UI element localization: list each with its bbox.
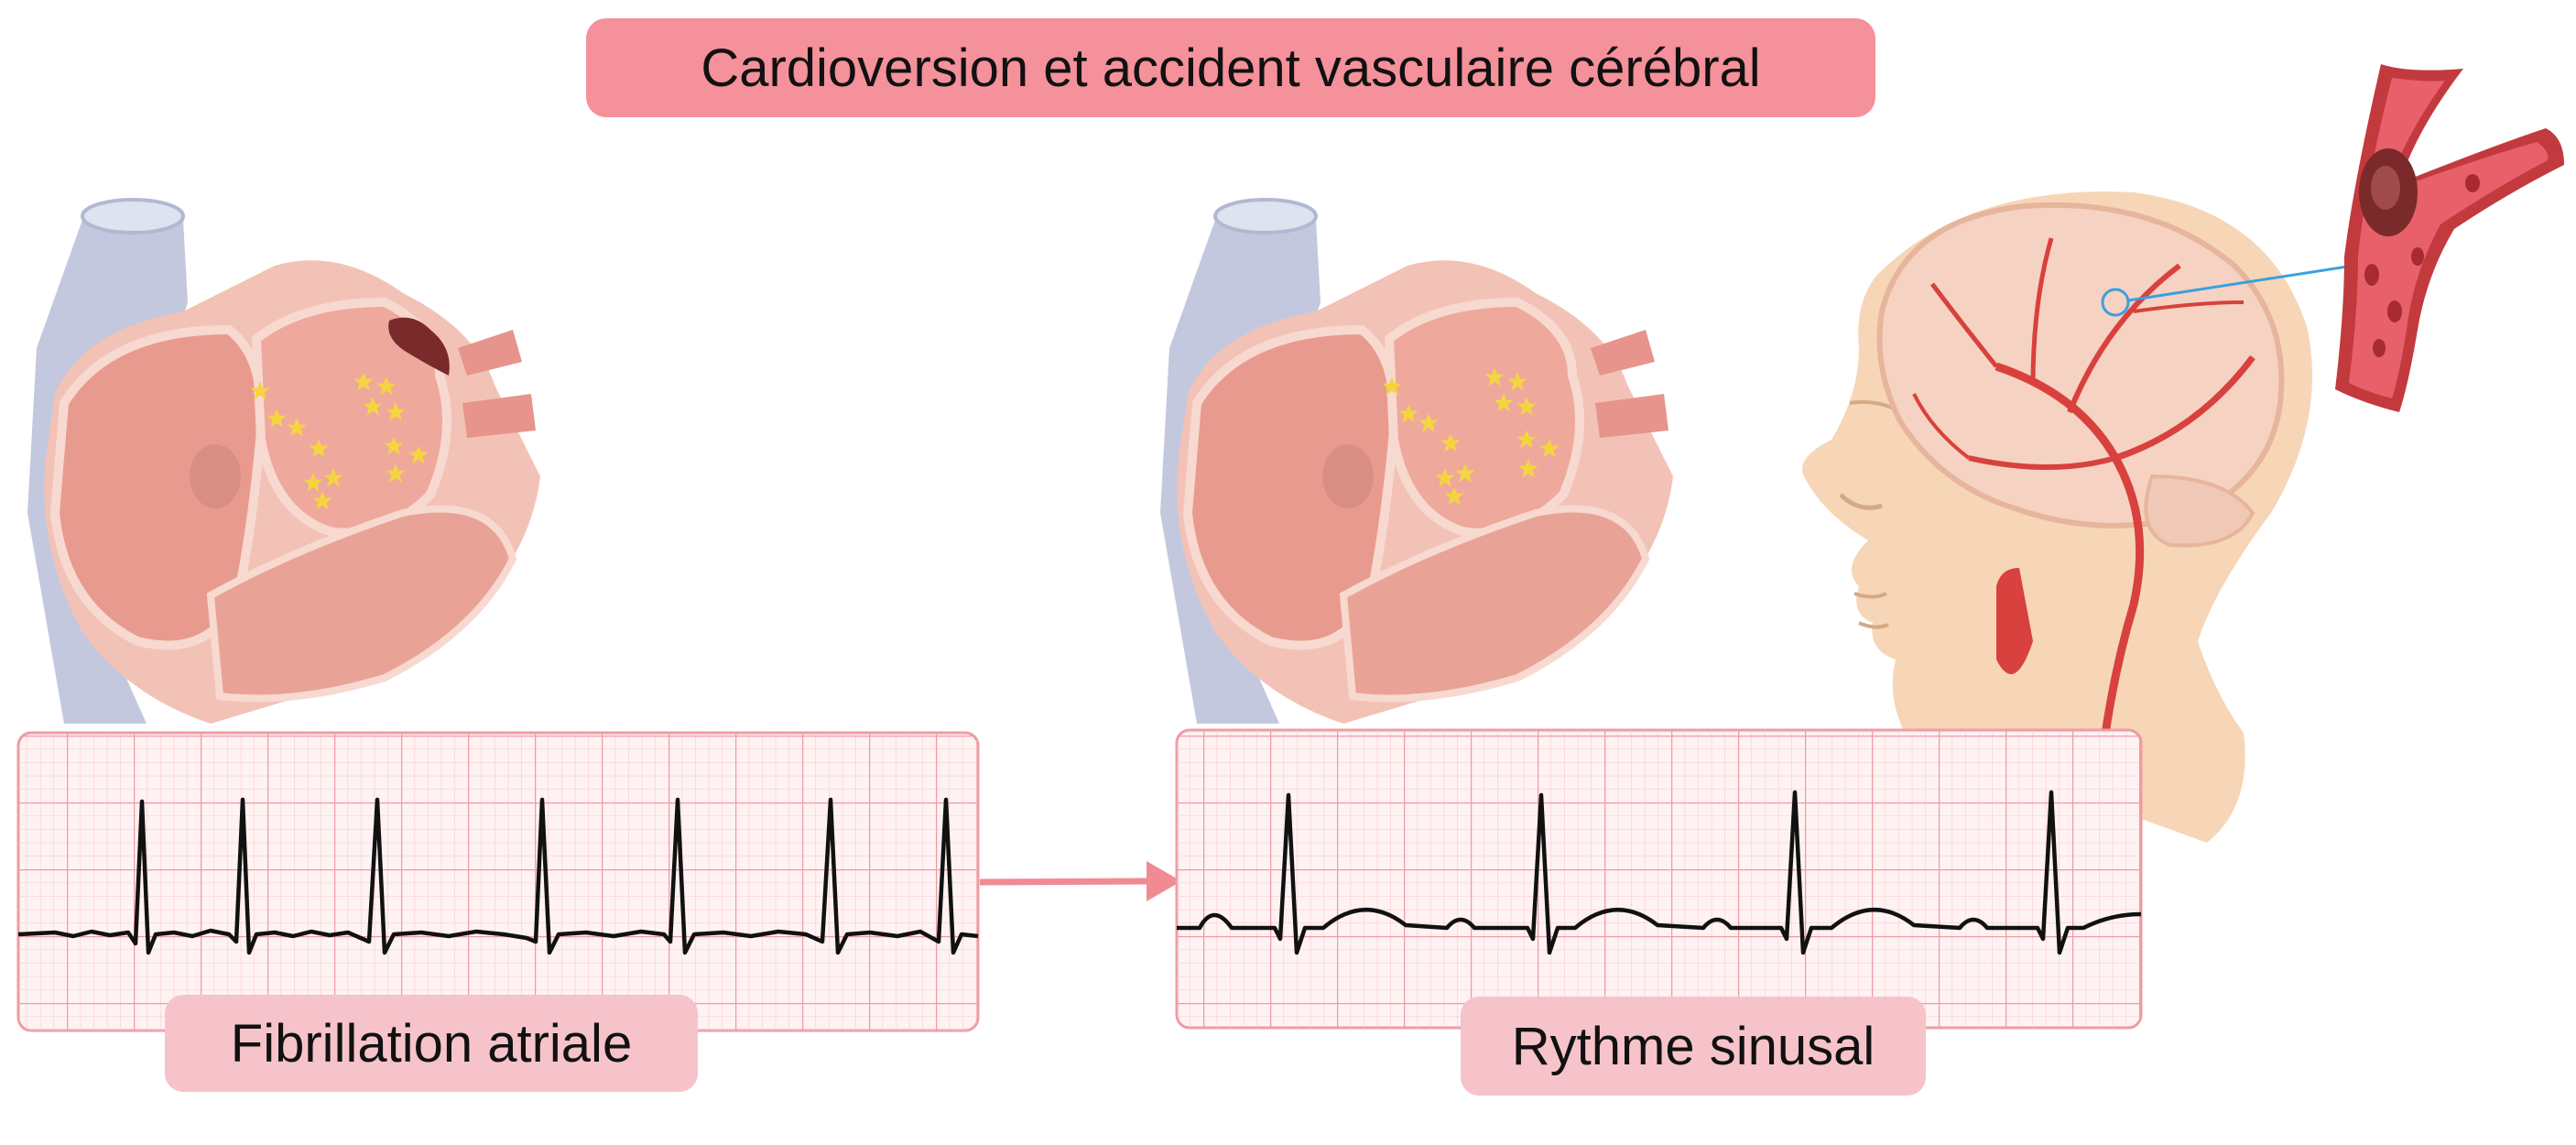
heart-afib-illustration (27, 198, 541, 724)
ecg-trace-afib (17, 797, 979, 955)
label-atrial-fibrillation: Fibrillation atriale (165, 995, 698, 1092)
head-brain-illustration (1802, 191, 2354, 843)
page-title: Cardioversion et accident vasculaire cér… (586, 18, 1875, 117)
heart-sinus-illustration (1160, 198, 1673, 724)
ecg-strip-sinus (1175, 728, 2143, 1030)
blood-vessel-clot-illustration (2335, 64, 2564, 412)
arrow-right-icon (979, 861, 1181, 901)
ecg-strip-afib (16, 731, 980, 1032)
ecg-trace-sinus (1177, 790, 2142, 955)
label-sinus-rhythm: Rythme sinusal (1461, 997, 1926, 1096)
